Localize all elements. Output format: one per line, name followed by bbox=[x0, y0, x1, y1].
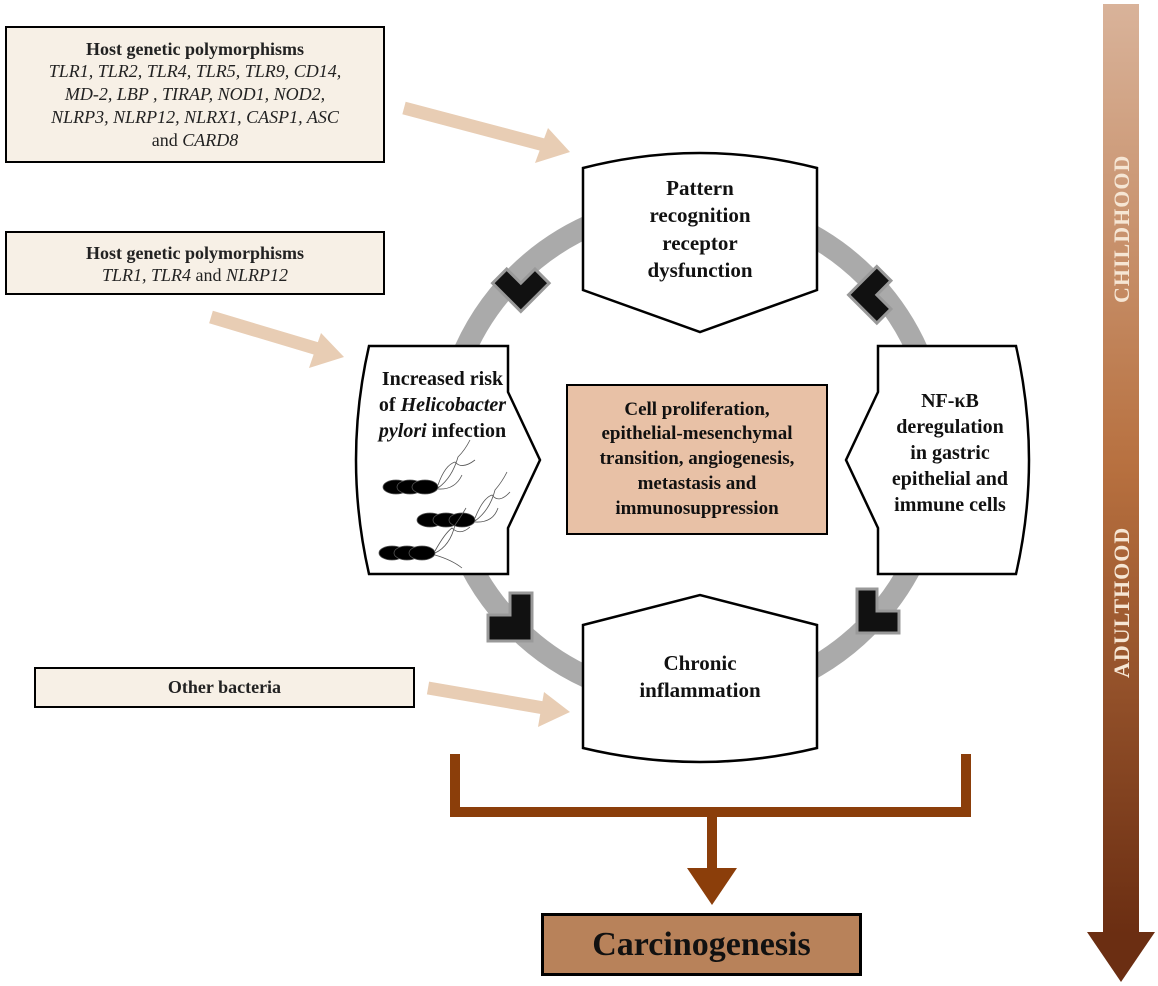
ring-marker-top-left bbox=[490, 266, 552, 314]
node-inflammation-shape bbox=[581, 593, 819, 764]
factor-box-1-line-1: TLR1, TLR2, TLR4, TLR5, TLR9, CD14, bbox=[48, 61, 342, 81]
node-inflammation-label: Chronic inflammation bbox=[639, 651, 761, 703]
factor-box-2-genes-a: TLR1, TLR4 bbox=[101, 265, 192, 285]
carcinogenesis-label: Carcinogenesis bbox=[592, 925, 811, 963]
timeline-label-adulthood: ADULTHOOD bbox=[1109, 526, 1134, 678]
node-hpylori-shape bbox=[354, 344, 542, 576]
carcinogenesis-box: Carcinogenesis bbox=[541, 913, 862, 976]
timeline-label-childhood: CHILDHOOD bbox=[1109, 154, 1134, 303]
timeline-arrow bbox=[1087, 4, 1155, 982]
factor-box-2-and: and bbox=[195, 265, 222, 285]
ring-marker-bottom-right bbox=[855, 587, 901, 635]
node-hpylori-label: Increased risk of Helicobacter pylori in… bbox=[378, 368, 507, 442]
factor-box-1-last-gene: CARD8 bbox=[182, 130, 239, 151]
ring-marker-bottom-left bbox=[486, 591, 534, 643]
center-outcomes-box: Cell proliferation, epithelial-mesenchym… bbox=[566, 384, 828, 535]
factor-box-1-line-3: NLRP3, NLRP12, NLRX1, CASP1, ASC bbox=[51, 107, 339, 128]
factor-box-3-title: Other bacteria bbox=[167, 677, 282, 697]
factor-box-1-line-2: MD-2, LBP , TIRAP, NOD1, NOD2, bbox=[64, 84, 326, 105]
factor-box-host-polymorphisms-2: Host genetic polymorphisms TLR1, TLR4 an… bbox=[5, 231, 385, 295]
node-prr-shape bbox=[581, 151, 819, 334]
factor-box-host-polymorphisms-1: Host genetic polymorphisms TLR1, TLR2, T… bbox=[5, 26, 385, 163]
convergence-bracket bbox=[450, 754, 971, 870]
node-prr-label: Pattern recognition receptor dysfunction bbox=[647, 176, 753, 282]
factor-box-2-genes-b: NLRP12 bbox=[226, 265, 289, 285]
ring-marker-top-right bbox=[846, 264, 894, 326]
bracket-arrowhead bbox=[687, 868, 737, 905]
factor-box-2-title: Host genetic polymorphisms bbox=[86, 243, 304, 263]
bacteria-illustration bbox=[378, 439, 511, 569]
node-nfkb-shape bbox=[844, 344, 1031, 576]
factor-arrow-2 bbox=[209, 310, 344, 368]
factor-arrow-1 bbox=[402, 101, 570, 163]
factor-box-other-bacteria: Other bacteria bbox=[34, 667, 415, 708]
factor-box-1-title: Host genetic polymorphisms bbox=[86, 39, 304, 59]
node-nfkb-label: NF-κB deregulation in gastric epithelial… bbox=[891, 390, 1009, 516]
factor-box-1-and: and bbox=[151, 130, 178, 151]
factor-arrow-3 bbox=[426, 681, 570, 727]
